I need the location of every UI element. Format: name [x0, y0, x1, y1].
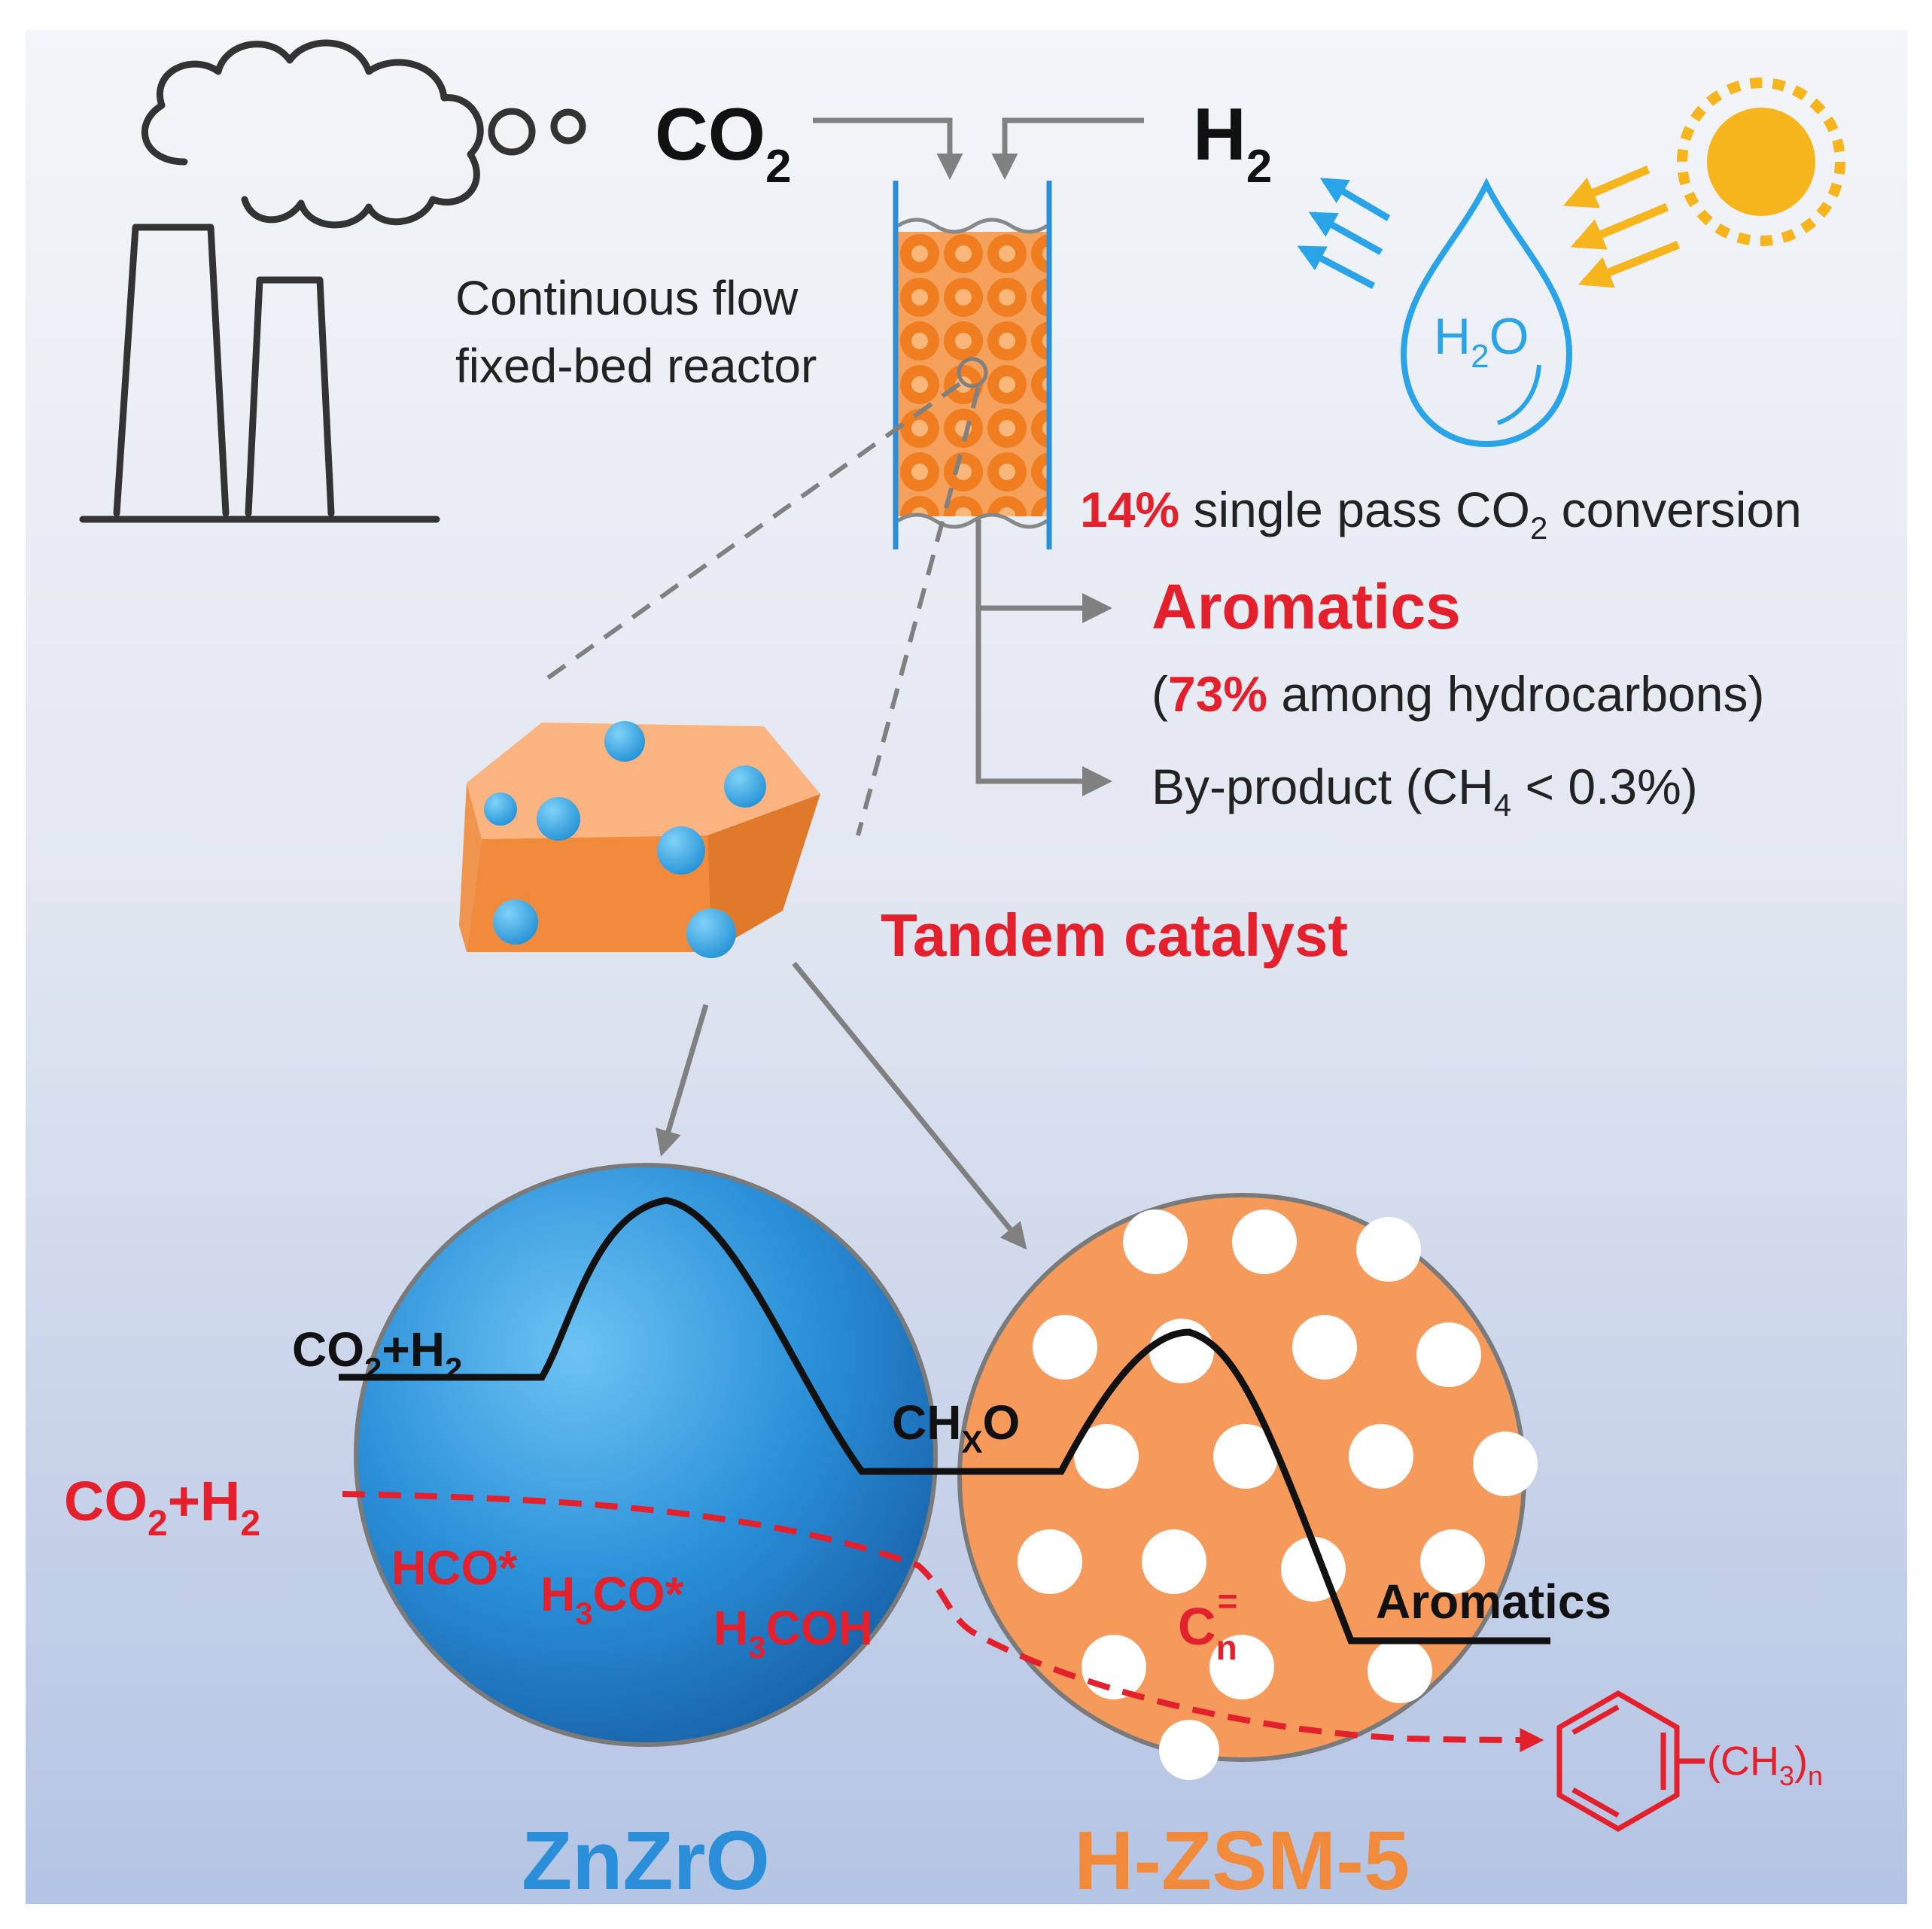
pathway-start-label: CO2+H2: [64, 1470, 260, 1544]
zoom-line-right: [856, 387, 981, 836]
znzro-sphere: [354, 1163, 938, 1747]
hzsm5-sphere: [957, 1193, 1538, 1780]
prism-right: [707, 794, 820, 952]
reactor-icon: [893, 181, 1052, 549]
energy-end-label: Aromatics: [1376, 1575, 1611, 1629]
bed-top-mesh: [896, 218, 1048, 234]
water-drop-icon: [1400, 178, 1573, 448]
energy-intermediate-label: CHXO: [892, 1395, 1020, 1459]
sunlight-arrows: [1562, 165, 1681, 288]
zoom-target-circle: [957, 357, 988, 388]
energy-start-label: CO2+H2: [292, 1322, 462, 1386]
pathway-dashed-line: [342, 1491, 1544, 1752]
smoke-cloud: [141, 39, 484, 229]
co2-feed-line: [813, 117, 963, 180]
methyl-substituent-label: (CH3)n: [1707, 1739, 1823, 1791]
aromatics-output-title: Aromatics: [1152, 571, 1461, 642]
bed-bottom-mesh: [896, 513, 1048, 529]
chimney-left: [113, 224, 230, 517]
reactor-label-line1: Continuous flow: [455, 271, 799, 325]
benzene-ring-icon: [1556, 1690, 1705, 1833]
co2-label: CO2: [655, 93, 791, 193]
sun-icon: [1677, 78, 1845, 246]
energy-profile-line: [339, 1197, 1550, 1645]
pathway-intermediate-1: HCO*: [391, 1541, 517, 1595]
hydrogen-arrows: [1297, 178, 1391, 289]
pathway-intermediate-3: H3COH: [713, 1601, 873, 1665]
pathway-olefin-label: Cn=: [1178, 1581, 1238, 1667]
factory-icon: [79, 39, 586, 523]
tandem-catalyst-label: Tandem catalyst: [881, 902, 1348, 969]
znzro-label: ZnZrO: [522, 1815, 770, 1907]
arrow-to-hzsm5: [792, 961, 1027, 1250]
arrowhead-byproduct: [1082, 766, 1112, 796]
catalyst-particle-icon: [459, 721, 820, 958]
h2-label: H2: [1193, 93, 1272, 193]
hzsm5-label: H-ZSM-5: [1074, 1815, 1410, 1907]
arrowhead-aromatics: [1082, 593, 1112, 623]
catalyst-bed: [898, 232, 1047, 516]
h2-feed-line: [991, 117, 1144, 180]
reactor-label-line2: fixed-bed reactor: [455, 339, 817, 393]
smoke-bubble-small: [550, 108, 586, 145]
water-formula: H2O: [1434, 308, 1529, 375]
chimney-right: [245, 276, 335, 517]
aromatics-selectivity: (73% among hydrocarbons): [1152, 666, 1764, 722]
conversion-text: 14% single pass CO2 conversion: [1080, 482, 1802, 546]
smoke-bubble-large: [488, 108, 536, 156]
outlet-arrows: [975, 519, 1082, 784]
zoom-line-left: [537, 382, 961, 687]
arrow-to-znzro: [656, 1004, 709, 1157]
prism-left: [459, 783, 482, 952]
pathway-intermediate-2: H3CO*: [540, 1567, 684, 1631]
byproduct-text: By-product (CH4 < 0.3%): [1152, 759, 1698, 823]
